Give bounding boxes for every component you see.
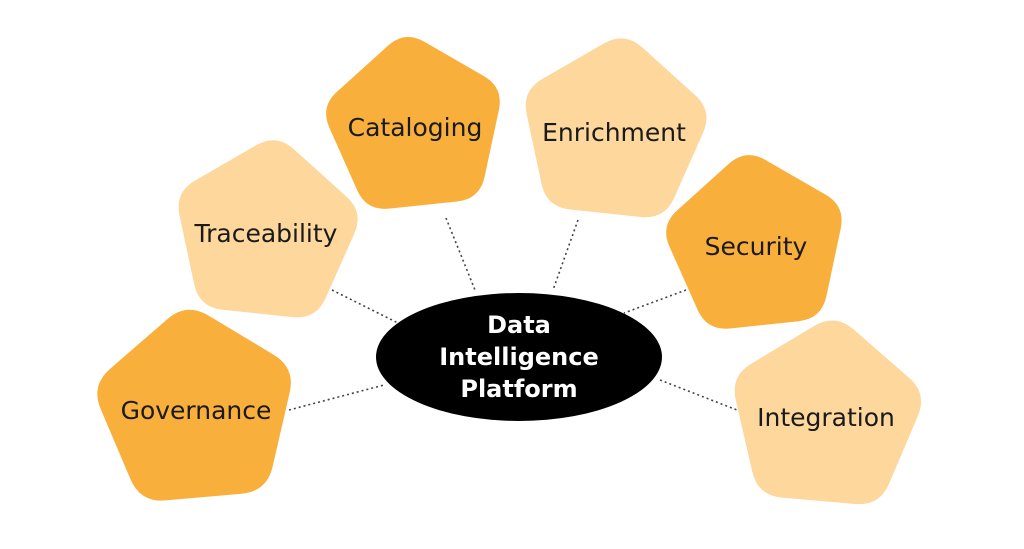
node-integration: Integration — [734, 320, 922, 505]
connector-governance — [288, 384, 385, 411]
pentagon-traceability — [178, 140, 358, 318]
label-security: Security — [705, 232, 808, 261]
hub-line-1: Data — [487, 311, 551, 339]
connector-cataloging — [445, 217, 476, 291]
label-cataloging: Cataloging — [348, 113, 483, 142]
connectors — [288, 217, 738, 411]
node-cataloging: Cataloging — [326, 37, 500, 209]
label-governance: Governance — [121, 396, 272, 425]
connector-integration — [659, 379, 738, 411]
pentagon-governance — [97, 309, 291, 501]
connector-security — [623, 289, 687, 314]
connector-traceability — [331, 289, 399, 324]
node-traceability: Traceability — [178, 140, 358, 318]
pentagon-cataloging — [326, 37, 500, 209]
pentagon-nodes: Governance Traceability Cataloging Enrichme… — [97, 37, 922, 505]
pentagon-enrichment — [525, 38, 707, 218]
connector-enrichment — [552, 219, 579, 291]
pentagon-integration — [734, 320, 922, 505]
pentagon-security — [666, 155, 842, 329]
label-traceability: Traceability — [194, 219, 338, 248]
label-integration: Integration — [757, 403, 895, 432]
node-enrichment: Enrichment — [525, 38, 707, 218]
node-governance: Governance — [97, 309, 291, 501]
hub-line-2: Intelligence — [439, 343, 599, 371]
hub: Data Intelligence Platform — [376, 293, 662, 421]
hub-ellipse — [376, 293, 662, 421]
node-security: Security — [666, 155, 842, 329]
hub-line-3: Platform — [460, 375, 577, 403]
label-enrichment: Enrichment — [542, 118, 686, 147]
